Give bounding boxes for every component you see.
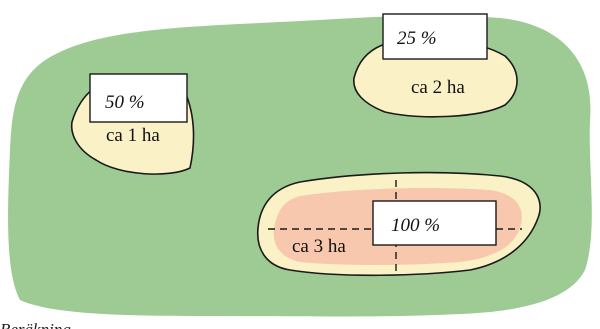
zone-50-percentage-box — [89, 73, 188, 123]
zone-100-area-label: ca 3 ha — [292, 236, 346, 257]
zone-50-area-label: ca 1 ha — [106, 125, 160, 146]
figure-caption: Beräkning — [0, 320, 71, 329]
zone-25-percentage-label: 25 % — [397, 28, 437, 49]
zone-100-area-bg — [288, 234, 370, 256]
zone-50-percentage-label: 50 % — [105, 92, 145, 113]
zone-25-percentage-box — [382, 13, 488, 60]
zone-100-percentage-label: 100 % — [391, 215, 440, 236]
zone-100-percentage-box — [372, 200, 497, 246]
zone-25-area-label: ca 2 ha — [411, 77, 465, 98]
